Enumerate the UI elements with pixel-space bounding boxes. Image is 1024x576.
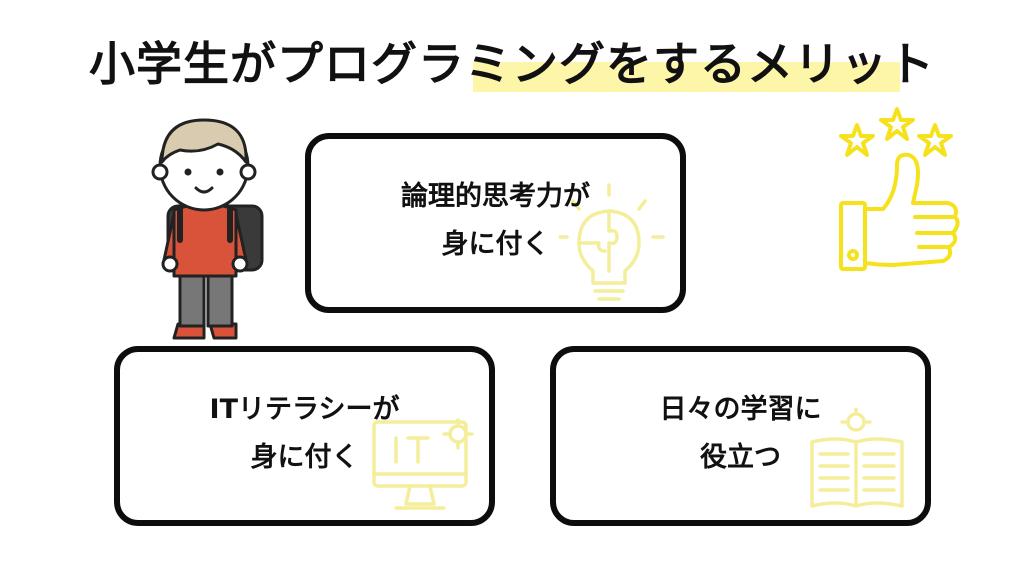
page-title: 小学生がプログラミングをするメリット <box>89 37 935 91</box>
schoolchild-illustration <box>151 118 264 340</box>
open-book-icon <box>810 408 904 508</box>
merit-card-logical-thinking: 論理的思考力が 身に付く <box>305 133 686 313</box>
lightbulb-puzzle-icon <box>559 183 665 301</box>
card-study-line2: 役立つ <box>700 442 781 473</box>
merit-card-daily-study: 日々の学習に 役立つ <box>550 346 931 526</box>
merit-card-it-literacy: ITリテラシーが 身に付く <box>114 346 495 526</box>
card-it-line2: 身に付く <box>250 442 359 473</box>
card-it-line1: ITリテラシーが <box>209 394 400 425</box>
title-highlight-bar <box>473 62 900 92</box>
card-study-line1: 日々の学習に <box>659 394 822 425</box>
card-logic-line2: 身に付く <box>441 229 550 260</box>
computer-it-icon <box>372 418 474 510</box>
card-logic-line1: 論理的思考力が <box>401 181 590 212</box>
thumbs-up-stars-icon <box>839 107 960 271</box>
